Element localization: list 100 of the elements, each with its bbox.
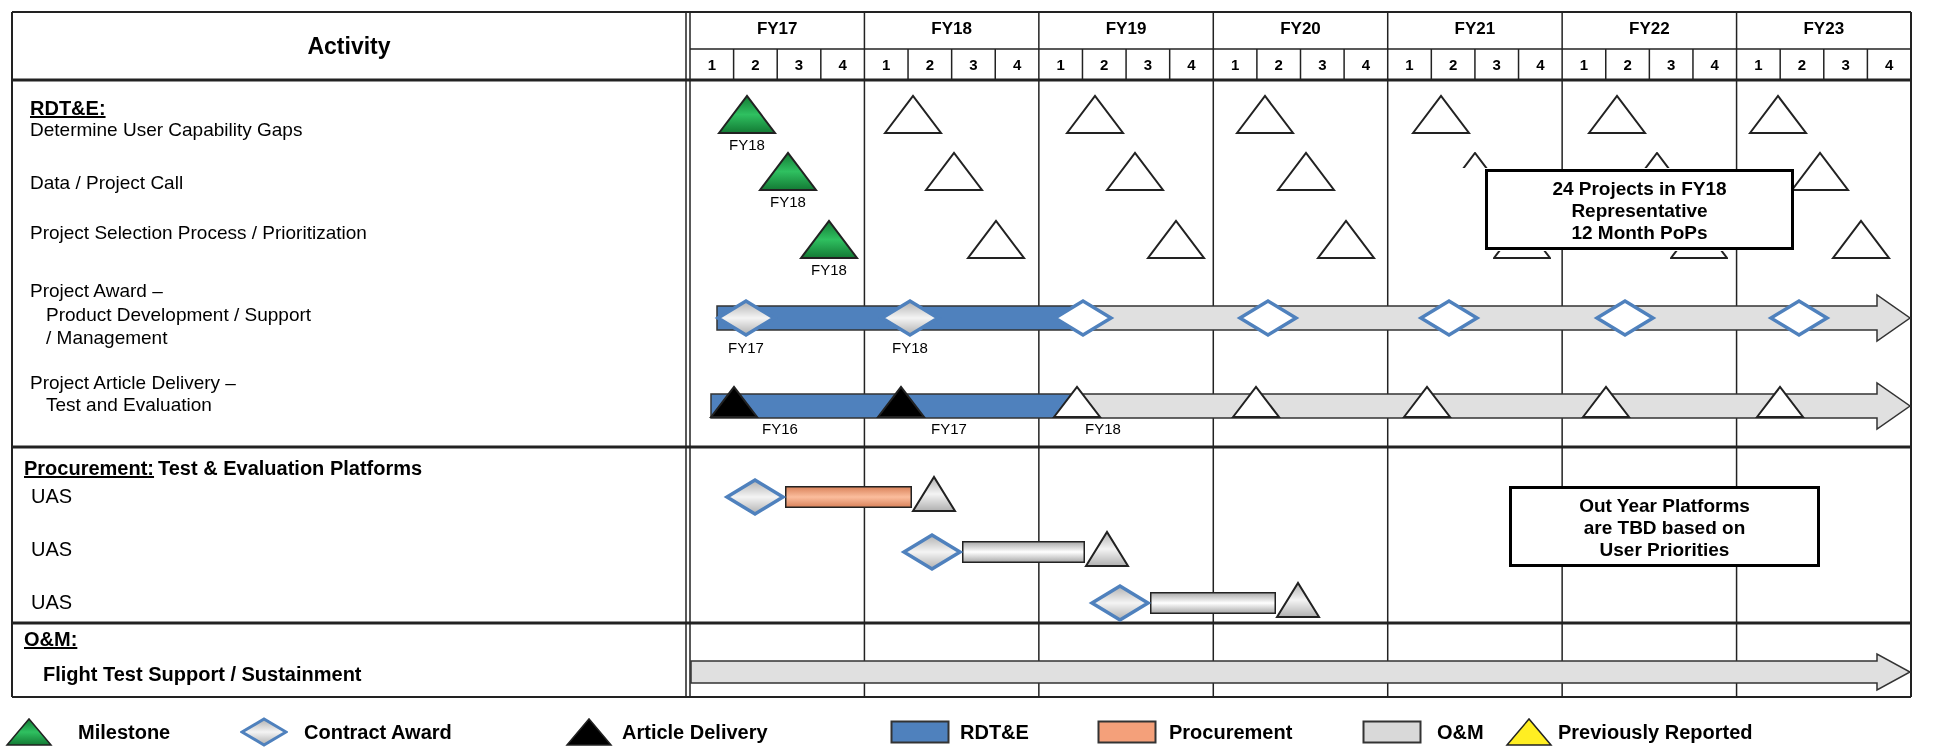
triangle-marker bbox=[1749, 95, 1807, 134]
activity-label: UAS bbox=[31, 538, 73, 560]
year-header: FY19 bbox=[1104, 18, 1148, 40]
triangle-marker bbox=[710, 386, 758, 418]
date-label: FY18 bbox=[1085, 421, 1121, 437]
triangle-marker bbox=[718, 95, 776, 134]
quarter-number: 2 bbox=[924, 55, 935, 75]
triangle-marker bbox=[1232, 386, 1280, 418]
quarter-number: 2 bbox=[1099, 55, 1110, 75]
activity-label: Project Award – Product Development / Support / Management bbox=[30, 279, 312, 350]
date-label: FY17 bbox=[728, 340, 764, 356]
date-label: FY17 bbox=[931, 421, 967, 437]
year-header: FY20 bbox=[1279, 18, 1322, 40]
quarter-number: 1 bbox=[1404, 55, 1415, 75]
timeline-arrow bbox=[690, 653, 1911, 691]
triangle-marker bbox=[1085, 531, 1129, 567]
quarter-number: 1 bbox=[1753, 55, 1764, 75]
quarter-number: 1 bbox=[1229, 55, 1241, 75]
timeline-bar bbox=[1150, 592, 1276, 614]
date-label: FY18 bbox=[811, 262, 847, 278]
quarter-number: 3 bbox=[1491, 55, 1502, 75]
date-label: FY18 bbox=[770, 194, 806, 210]
quarter-number: 3 bbox=[1317, 55, 1328, 75]
quarter-number: 2 bbox=[1447, 55, 1459, 75]
triangle-marker bbox=[1493, 251, 1551, 259]
triangle-marker bbox=[1791, 152, 1849, 191]
triangle-marker bbox=[925, 152, 983, 191]
diamond-marker bbox=[1419, 299, 1479, 337]
triangle-marker bbox=[1412, 95, 1470, 134]
timeline-bar bbox=[785, 486, 912, 508]
quarter-number: 2 bbox=[1622, 55, 1633, 75]
quarter-number: 1 bbox=[881, 55, 892, 75]
triangle-marker bbox=[1582, 386, 1630, 418]
activity-label: UAS bbox=[31, 485, 73, 507]
quarter-number: 3 bbox=[1665, 55, 1677, 75]
triangle-marker bbox=[1277, 152, 1335, 191]
triangle-marker bbox=[884, 95, 942, 134]
quarter-number: 4 bbox=[1709, 55, 1720, 75]
quarter-number: 4 bbox=[1535, 55, 1546, 75]
quarter-number: 2 bbox=[1273, 55, 1284, 75]
activity-label: Project Selection Process / Prioritization bbox=[30, 222, 367, 244]
quarter-number: 4 bbox=[837, 55, 848, 75]
quarter-number: 3 bbox=[793, 55, 805, 75]
quarter-number: 1 bbox=[1578, 55, 1590, 75]
triangle-marker bbox=[1670, 251, 1728, 259]
diamond-marker bbox=[1090, 584, 1150, 622]
quarter-number: 1 bbox=[1055, 55, 1066, 75]
timeline-bar bbox=[962, 541, 1085, 563]
legend-label: Procurement bbox=[1169, 720, 1293, 744]
year-header: FY17 bbox=[755, 18, 799, 40]
triangle-marker bbox=[1832, 220, 1890, 259]
triangle-marker bbox=[967, 220, 1025, 259]
quarter-number: 4 bbox=[1884, 55, 1895, 75]
triangle-marker bbox=[1588, 95, 1646, 134]
diamond-marker bbox=[1238, 299, 1298, 337]
triangle-marker bbox=[1106, 152, 1164, 191]
quarter-number: 3 bbox=[1840, 55, 1851, 75]
year-header: FY21 bbox=[1453, 18, 1497, 40]
quarter-number: 4 bbox=[1011, 55, 1023, 75]
note-box: Out Year Platforms are TBD based on User Priorities bbox=[1509, 486, 1820, 567]
timeline-arrow bbox=[716, 294, 1911, 342]
legend-label: Previously Reported bbox=[1558, 720, 1753, 744]
activity-label: Determine User Capability Gaps bbox=[30, 119, 303, 141]
diamond-marker bbox=[725, 478, 785, 516]
diamond-marker bbox=[1769, 299, 1829, 337]
quarter-number: 2 bbox=[1796, 55, 1808, 75]
triangle-marker bbox=[1276, 582, 1320, 618]
triangle-marker bbox=[800, 220, 858, 259]
triangle-marker bbox=[877, 386, 925, 418]
date-label: FY18 bbox=[729, 137, 765, 153]
activity-label: Test & Evaluation Platforms bbox=[158, 457, 423, 479]
year-header: FY23 bbox=[1802, 18, 1846, 40]
legend-label: RDT&E bbox=[960, 720, 1029, 744]
quarter-number: 1 bbox=[706, 55, 717, 75]
triangle-marker bbox=[1053, 386, 1101, 418]
triangle-marker bbox=[1066, 95, 1124, 134]
diamond-marker bbox=[1595, 299, 1655, 337]
activity-label: Project Article Delivery – Test and Evaluation bbox=[30, 372, 236, 416]
section-heading: O&M: bbox=[24, 628, 78, 650]
legend-label: Contract Award bbox=[304, 720, 452, 744]
year-header: FY22 bbox=[1628, 18, 1671, 40]
quarter-number: 4 bbox=[1186, 55, 1197, 75]
section-heading: RDT&E: bbox=[30, 97, 106, 119]
legend-label: Milestone bbox=[78, 720, 171, 744]
section-heading: Procurement: bbox=[24, 457, 155, 479]
legend-label: O&M bbox=[1437, 720, 1484, 744]
legend-label: Article Delivery bbox=[622, 720, 768, 744]
activity-label: UAS bbox=[31, 591, 73, 613]
quarter-number: 2 bbox=[750, 55, 761, 75]
activity-label: Data / Project Call bbox=[30, 172, 184, 194]
date-label: FY18 bbox=[892, 340, 928, 356]
triangle-marker bbox=[759, 152, 817, 191]
date-label: FY16 bbox=[762, 421, 798, 437]
diamond-marker bbox=[902, 533, 962, 571]
triangle-marker bbox=[1317, 220, 1375, 259]
triangle-marker bbox=[1147, 220, 1205, 259]
quarter-number: 3 bbox=[968, 55, 979, 75]
triangle-marker bbox=[912, 476, 956, 512]
activity-label: Flight Test Support / Sustainment bbox=[43, 663, 362, 685]
column-header: Activity bbox=[306, 32, 392, 61]
